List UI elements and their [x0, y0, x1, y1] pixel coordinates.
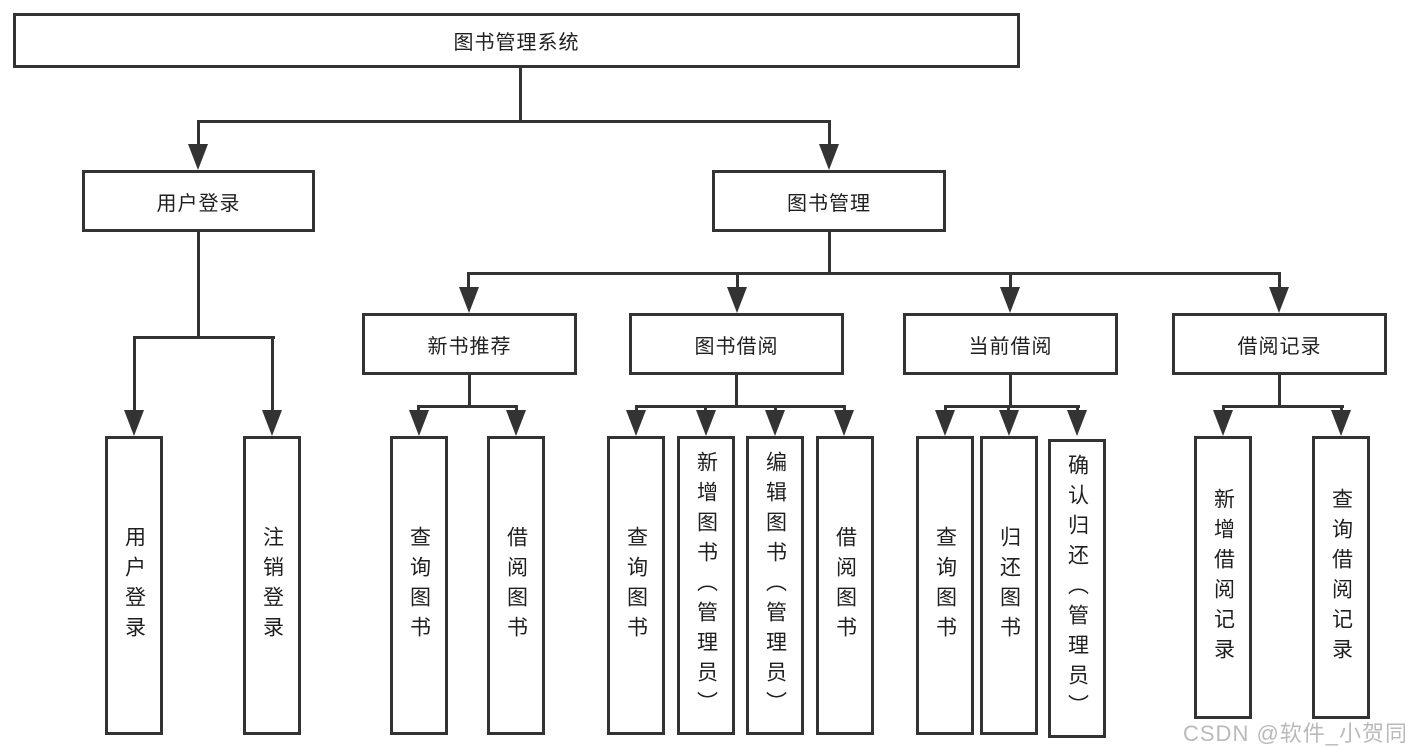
arrowhead-down [626, 410, 646, 436]
connector-line [1009, 375, 1012, 407]
arrowhead-down [1331, 410, 1351, 436]
node-library-system: 图书管理系统 [13, 13, 1020, 68]
leaf-records-query-record-label: 查询借阅记录 [1329, 487, 1353, 668]
leaf-borrowing-add-books-admin: 新增图书（管理员） [677, 436, 735, 735]
node-new-book-recommend: 新书推荐 [362, 313, 577, 375]
arrowhead-down [999, 410, 1019, 436]
node-book-management-label: 图书管理 [787, 192, 871, 215]
arrowhead-down [765, 410, 785, 436]
leaf-current-confirm-return-admin: 确认归还（管理员） [1048, 439, 1106, 738]
node-new-book-recommend-label: 新书推荐 [427, 335, 512, 358]
leaf-borrowing-add-books-admin-label: 新增图书（管理员） [694, 450, 718, 721]
connector-line [133, 336, 136, 414]
leaf-current-confirm-return-admin-label: 确认归还（管理员） [1065, 453, 1089, 724]
watermark: CSDN @软件_小贺同学 [1183, 721, 1405, 746]
connector-line [944, 405, 1080, 408]
node-user-login: 用户登录 [82, 170, 315, 232]
leaf-borrowing-borrow-books: 借阅图书 [816, 436, 874, 735]
connector-line [828, 232, 831, 272]
arrowhead-down [727, 287, 747, 313]
leaf-current-return-books: 归还图书 [980, 436, 1038, 735]
connector-line [468, 375, 471, 407]
connector-line [519, 66, 522, 122]
arrowhead-down [696, 410, 716, 436]
node-library-system-label: 图书管理系统 [453, 32, 580, 54]
arrowhead-down [188, 144, 208, 170]
leaf-records-add-record: 新增借阅记录 [1194, 436, 1252, 719]
arrowhead-down [935, 410, 955, 436]
arrowhead-down [819, 144, 839, 170]
connector-line [828, 120, 831, 149]
connector-line [467, 272, 1281, 275]
connector-line [417, 405, 518, 408]
arrowhead-down [459, 287, 479, 313]
leaf-records-add-record-label: 新增借阅记录 [1211, 487, 1235, 668]
connector-line [1278, 272, 1281, 292]
node-borrowing-records: 借阅记录 [1172, 313, 1387, 375]
connector-line [467, 272, 470, 292]
node-current-borrowing-label: 当前借阅 [968, 335, 1053, 358]
leaf-borrowing-edit-books-admin: 编辑图书（管理员） [746, 436, 804, 735]
leaf-records-query-record: 查询借阅记录 [1312, 436, 1370, 719]
connector-line [1222, 405, 1344, 408]
arrowhead-down [1269, 287, 1289, 313]
connector-line [735, 375, 738, 407]
leaf-newbook-query-books: 查询图书 [390, 436, 448, 735]
leaf-user-login: 用户登录 [105, 436, 163, 735]
node-user-login-label: 用户登录 [156, 192, 241, 215]
leaf-newbook-query-books-label: 查询图书 [407, 525, 431, 646]
connector-line [635, 405, 846, 408]
connector-line [736, 272, 739, 292]
node-book-borrowing: 图书借阅 [629, 313, 844, 375]
leaf-current-return-books-label: 归还图书 [997, 525, 1021, 646]
connector-line [197, 120, 831, 123]
connector-line [271, 336, 274, 414]
leaf-user-login-label: 用户登录 [122, 525, 146, 646]
node-borrowing-records-label: 借阅记录 [1237, 335, 1322, 358]
node-book-borrowing-label: 图书借阅 [694, 335, 779, 358]
leaf-current-query-books: 查询图书 [916, 436, 974, 735]
leaf-current-query-books-label: 查询图书 [933, 525, 957, 646]
arrowhead-down [834, 410, 854, 436]
connector-line [1009, 272, 1012, 292]
leaf-borrowing-query-books-label: 查询图书 [624, 525, 648, 646]
arrowhead-down [1213, 410, 1233, 436]
connector-line [133, 336, 275, 339]
connector-line [197, 120, 200, 149]
leaf-borrowing-edit-books-admin-label: 编辑图书（管理员） [763, 450, 787, 721]
leaf-borrowing-borrow-books-label: 借阅图书 [833, 525, 857, 646]
node-current-borrowing: 当前借阅 [903, 313, 1118, 375]
leaf-logout: 注销登录 [243, 436, 301, 735]
arrowhead-down [1000, 287, 1020, 313]
arrowhead-down [1067, 410, 1087, 436]
leaf-newbook-borrow-books: 借阅图书 [487, 436, 545, 735]
connector-line [1278, 375, 1281, 407]
arrowhead-down [409, 410, 429, 436]
arrowhead-down [124, 410, 144, 436]
node-book-management: 图书管理 [712, 170, 946, 232]
arrowhead-down [506, 410, 526, 436]
connector-line [197, 232, 200, 336]
leaf-newbook-borrow-books-label: 借阅图书 [504, 525, 528, 646]
leaf-logout-label: 注销登录 [260, 525, 284, 646]
leaf-borrowing-query-books: 查询图书 [607, 436, 665, 735]
arrowhead-down [262, 410, 282, 436]
